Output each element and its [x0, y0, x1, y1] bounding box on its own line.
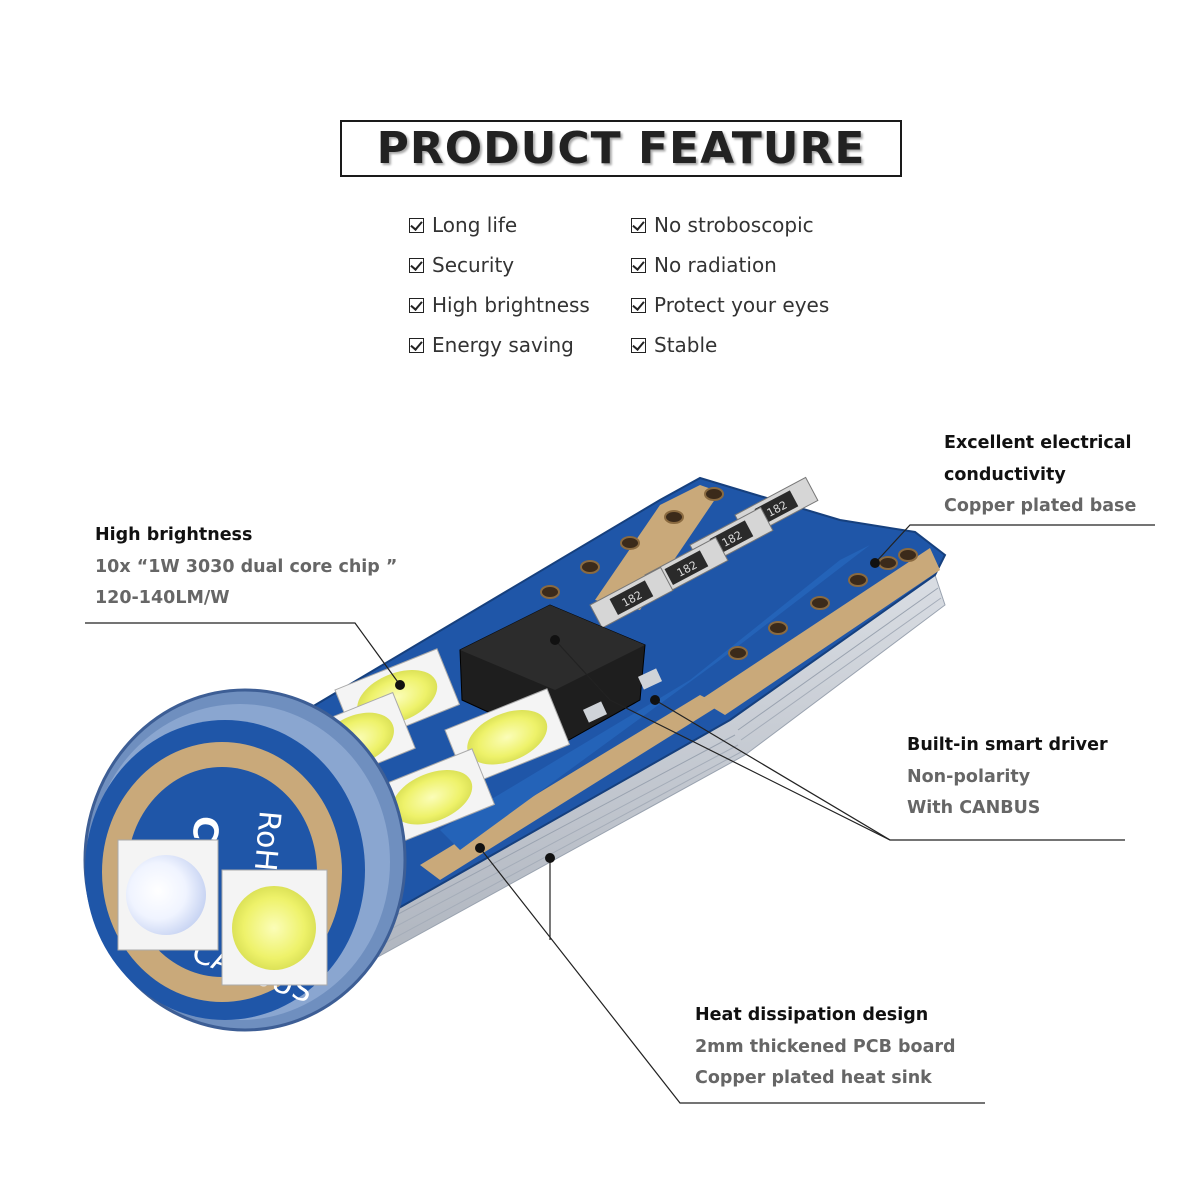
checkbox-icon — [631, 337, 646, 353]
feature-item: Security — [409, 253, 514, 277]
bulb-head: CE RoHS CANBUS — [83, 688, 407, 1032]
checkbox-icon — [631, 297, 646, 313]
title-box: PRODUCT FEATURE — [340, 120, 902, 177]
checkbox-icon — [409, 257, 424, 273]
callout-heat: Heat dissipation design 2mm thickened PC… — [695, 1005, 956, 1088]
checkbox-icon — [409, 297, 424, 313]
feature-item: No stroboscopic — [631, 213, 814, 237]
callout-conductivity: Excellent electrical conductivity Copper… — [944, 433, 1137, 516]
checkbox-icon — [631, 257, 646, 273]
feature-item: Stable — [631, 333, 717, 357]
checkbox-icon — [631, 217, 646, 233]
leader-dots — [395, 558, 880, 863]
feature-item: High brightness — [409, 293, 590, 317]
page-title: PRODUCT FEATURE — [376, 123, 866, 174]
feature-item: No radiation — [631, 253, 777, 277]
solder-holes — [540, 487, 918, 660]
feature-item: Long life — [409, 213, 517, 237]
feature-item: Energy saving — [409, 333, 574, 357]
callout-driver: Built-in smart driver Non-polarity With … — [907, 735, 1108, 818]
checkbox-icon — [409, 217, 424, 233]
feature-item: Protect your eyes — [631, 293, 829, 317]
checkbox-icon — [409, 337, 424, 353]
leader-lines — [85, 524, 1155, 1104]
callout-brightness: High brightness 10x “1W 3030 dual core c… — [95, 525, 398, 608]
resistors: 182 182 182 182 — [589, 476, 819, 629]
